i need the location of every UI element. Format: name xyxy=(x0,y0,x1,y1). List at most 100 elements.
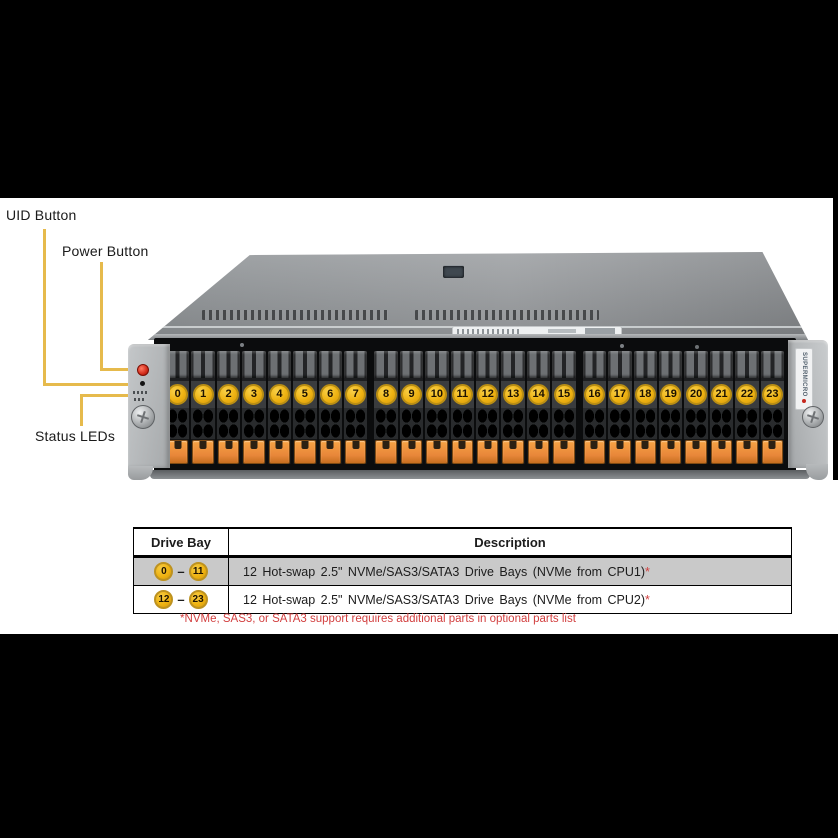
drive-tray-handle xyxy=(735,351,759,381)
bay-range-start-badge: 12 xyxy=(154,590,174,609)
bay-number-badge: 13 xyxy=(502,384,524,405)
status-leds-label: Status LEDs xyxy=(35,428,116,444)
drive-tray-handle xyxy=(659,351,683,381)
right-ear-handle xyxy=(806,464,828,480)
drive-tray-face: 2 xyxy=(216,381,241,408)
drive-tray-face: 16 xyxy=(582,381,607,408)
drive-tray-handle xyxy=(526,351,551,381)
drive-tray-handle xyxy=(343,351,368,381)
bay-range-cell: 0 – 11 xyxy=(134,558,229,585)
drive-tray-vents xyxy=(709,408,734,439)
drive-tray-handle xyxy=(501,351,525,381)
drive-tray-handle xyxy=(582,351,607,381)
drive-tray-latch xyxy=(502,440,524,464)
range-dash: – xyxy=(177,592,185,607)
letterbox-bottom xyxy=(0,634,838,838)
barcode xyxy=(457,329,519,334)
bay-range-cell: 12 – 23 xyxy=(134,586,229,613)
drive-bay: 10 xyxy=(425,351,449,464)
bay-number-badge: 7 xyxy=(345,384,367,405)
power-callout-line-horizontal xyxy=(100,368,139,371)
drive-tray-handle xyxy=(608,351,632,381)
drive-tray-latch xyxy=(217,440,240,464)
power-callout-line-vertical xyxy=(100,262,103,371)
drive-tray-vents xyxy=(450,408,475,439)
drive-tray-handle xyxy=(552,351,576,381)
label-mark xyxy=(585,328,615,334)
drive-tray-vents xyxy=(374,408,398,439)
drive-bay: 14 xyxy=(526,351,551,464)
brand-red-dot-icon xyxy=(802,398,806,403)
drive-tray-vents xyxy=(425,408,449,439)
bay-number-badge: 21 xyxy=(711,384,733,405)
drive-tray-face: 18 xyxy=(633,381,658,408)
supermicro-logo: SUPERMICRO xyxy=(801,352,807,397)
bay-number-badge: 1 xyxy=(192,384,214,405)
bay-number-badge: 2 xyxy=(218,384,240,405)
drive-tray-face: 5 xyxy=(293,381,317,408)
drive-tray-face: 22 xyxy=(735,381,759,408)
drive-tray-handle xyxy=(476,351,500,381)
drive-tray-vents xyxy=(552,408,576,439)
drive-tray-vents xyxy=(191,408,215,439)
drive-tray-face: 8 xyxy=(374,381,398,408)
bay-number-badge: 3 xyxy=(243,384,265,405)
drive-tray-vents xyxy=(633,408,658,439)
drive-tray-handle xyxy=(633,351,658,381)
brand-plate: SUPERMICRO xyxy=(795,348,813,410)
drive-bay: 22 xyxy=(735,351,759,464)
range-dash: – xyxy=(177,564,185,579)
drive-tray-latch xyxy=(527,440,550,464)
bay-number-badge: 8 xyxy=(375,384,397,405)
status-callout-line-vertical xyxy=(80,394,83,426)
drive-tray-vents xyxy=(343,408,368,439)
bay-number-badge: 22 xyxy=(736,384,758,405)
drive-tray-latch xyxy=(426,440,448,464)
drive-tray-latch xyxy=(710,440,733,464)
drive-bay: 3 xyxy=(242,351,266,464)
drive-tray-latch xyxy=(477,440,499,464)
right-rack-ear: SUPERMICRO xyxy=(788,340,828,468)
drive-tray-face: 14 xyxy=(526,381,551,408)
drive-tray-latch xyxy=(583,440,606,464)
bay-number-badge: 23 xyxy=(761,384,783,405)
drive-tray-face: 21 xyxy=(709,381,734,408)
drive-tray-latch xyxy=(400,440,423,464)
drive-tray-handle xyxy=(684,351,708,381)
drive-tray-handle xyxy=(242,351,266,381)
drive-tray-face: 1 xyxy=(191,381,215,408)
bay-number-badge: 4 xyxy=(268,384,290,405)
drive-tray-vents xyxy=(318,408,342,439)
bay-number-badge: 5 xyxy=(294,384,316,405)
thumbscrew-icon xyxy=(131,405,155,429)
uid-callout-line-horizontal xyxy=(43,383,131,386)
drive-tray-latch xyxy=(660,440,682,464)
drive-bay: 8 xyxy=(374,351,398,464)
drive-tray-vents xyxy=(293,408,317,439)
drive-tray-handle xyxy=(318,351,342,381)
drive-tray-face: 20 xyxy=(684,381,708,408)
drive-tray-latch xyxy=(375,440,397,464)
table-footnote: *NVMe, SAS3, or SATA3 support requires a… xyxy=(180,613,576,625)
drive-tray-face: 15 xyxy=(552,381,576,408)
drive-tray-handle xyxy=(267,351,292,381)
drive-tray-vents xyxy=(735,408,759,439)
bay-number-badge: 16 xyxy=(583,384,605,405)
description-cell: 12 Hot-swap 2.5" NVMe/SAS3/SATA3 Drive B… xyxy=(229,586,791,613)
front-panel-screws xyxy=(240,343,244,347)
drive-tray-vents xyxy=(659,408,683,439)
description-cell: 12 Hot-swap 2.5" NVMe/SAS3/SATA3 Drive B… xyxy=(229,558,791,585)
drive-tray-latch xyxy=(634,440,657,464)
bay-number-badge: 20 xyxy=(685,384,707,405)
drive-tray-handle xyxy=(450,351,475,381)
drive-tray-vents xyxy=(399,408,424,439)
footnote-marker: * xyxy=(645,564,650,579)
drive-tray-face: 9 xyxy=(399,381,424,408)
bay-range-end-badge: 23 xyxy=(188,590,208,609)
drive-tray-face: 7 xyxy=(343,381,368,408)
drive-bay: 11 xyxy=(450,351,475,464)
drive-bay: 18 xyxy=(633,351,658,464)
drive-tray-handle xyxy=(399,351,424,381)
bay-number-badge: 15 xyxy=(553,384,575,405)
